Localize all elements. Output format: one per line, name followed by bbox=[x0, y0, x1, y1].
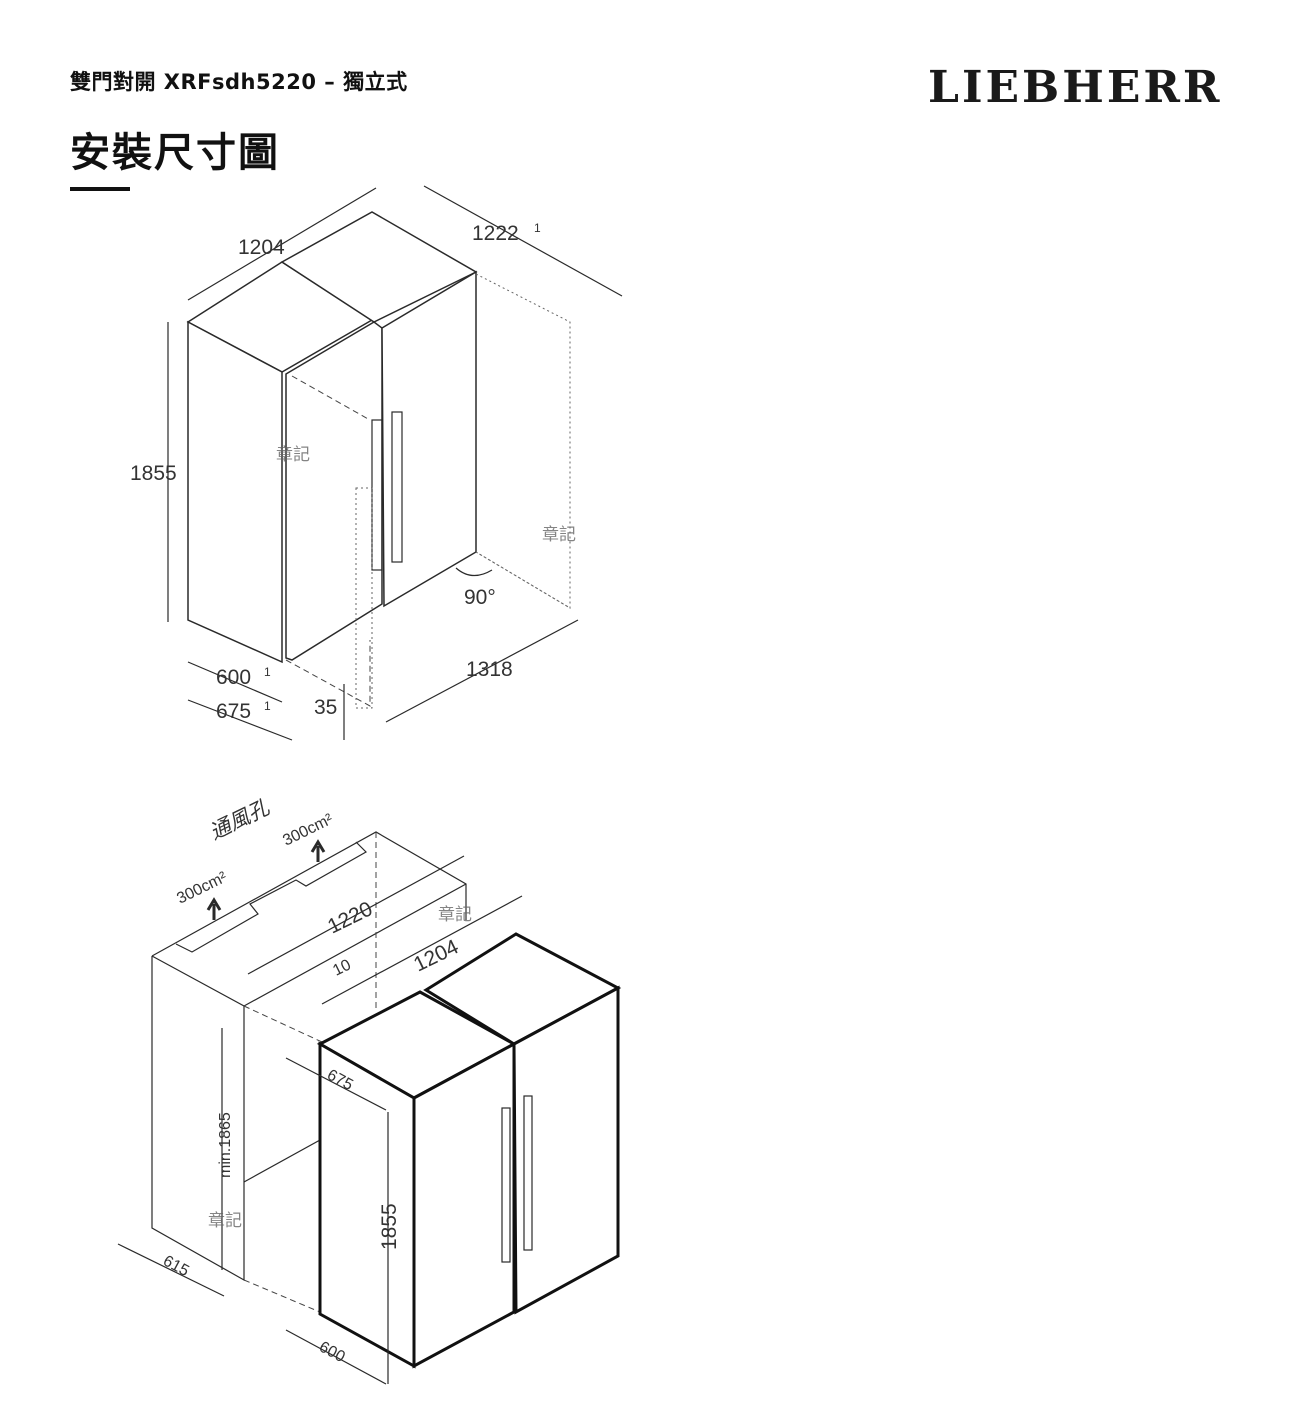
dim-line-1204 bbox=[187, 187, 377, 301]
dim-label-niche-height: min.1865 bbox=[217, 1112, 234, 1178]
niche-floor-guide bbox=[243, 1279, 321, 1313]
dim-label-600: 600 bbox=[216, 666, 251, 689]
dim-line-675 bbox=[187, 699, 293, 741]
dim-label-unit-depth-bottom: 600 bbox=[316, 1339, 348, 1367]
watermark-stamp: 章記 bbox=[208, 1211, 242, 1231]
open-left-door-outline bbox=[355, 487, 373, 709]
dim-label-unit-width: 1204 bbox=[410, 935, 462, 976]
vent-label: 通風孔 bbox=[206, 796, 274, 845]
dim-label-niche-depth: 615 bbox=[160, 1253, 192, 1281]
brand-logo: LIEBHERR bbox=[928, 62, 1223, 113]
left-unit-side bbox=[187, 320, 283, 664]
dim-line-615 bbox=[117, 1243, 225, 1297]
dim-line-1222 bbox=[423, 185, 623, 297]
open-door-base-line bbox=[475, 551, 571, 609]
product-subtitle: 雙門對開 XRFsdh5220 – 獨立式 bbox=[70, 70, 408, 94]
dim-note-675: 1 bbox=[264, 699, 271, 713]
left-unit-door bbox=[285, 321, 383, 661]
open-door-swing-line bbox=[291, 375, 371, 421]
left-door-handle bbox=[371, 419, 383, 571]
title-underline bbox=[70, 187, 130, 191]
rear-unit-door bbox=[512, 985, 620, 1315]
right-unit-door bbox=[381, 270, 477, 608]
vent-area-left: 300cm² bbox=[174, 869, 230, 908]
dim-line-675b bbox=[285, 1057, 387, 1111]
dim-line-1220 bbox=[247, 855, 465, 975]
niche-depth-guide bbox=[243, 1005, 323, 1043]
dim-label-675: 675 bbox=[216, 700, 251, 723]
watermark-stamp: 章記 bbox=[276, 445, 310, 465]
dim-line-1204b bbox=[321, 895, 523, 1005]
dim-line-1318 bbox=[385, 619, 579, 723]
open-right-door-outline bbox=[475, 273, 571, 609]
dim-label-unit-height: 1855 bbox=[378, 1203, 401, 1250]
right-door-handle bbox=[391, 411, 403, 563]
dim-label-spacing: 10 bbox=[330, 956, 354, 979]
dim-label-height: 1855 bbox=[130, 462, 177, 485]
dim-label-open-width: 1318 bbox=[466, 658, 513, 681]
vent-arrow-right-icon bbox=[310, 839, 326, 862]
dim-label-niche-width: 1220 bbox=[324, 897, 376, 938]
open-door-bottom-line bbox=[285, 640, 371, 707]
dim-note-600: 1 bbox=[264, 665, 271, 679]
dim-note-depth: 1 bbox=[534, 221, 541, 235]
vent-slots bbox=[175, 841, 367, 953]
dim-line-600b bbox=[285, 1329, 387, 1385]
dim-label-gap: 35 bbox=[314, 696, 337, 719]
front-door-handle bbox=[501, 1107, 511, 1263]
dim-label-width: 1204 bbox=[238, 236, 285, 259]
niche-floor-line bbox=[243, 1139, 321, 1183]
niche-back-top bbox=[243, 883, 467, 1007]
angle-arc bbox=[455, 567, 493, 577]
vent-arrow-left-icon bbox=[206, 897, 222, 920]
rear-door-handle bbox=[523, 1095, 533, 1251]
niche-top-edge bbox=[151, 831, 467, 957]
header: 雙門對開 XRFsdh5220 – 獨立式 bbox=[70, 66, 408, 96]
dim-label-angle: 90° bbox=[464, 586, 496, 609]
front-unit-door bbox=[412, 1041, 516, 1369]
top-diagram: 1204 1222 1 1855 600 1 675 1 35 1318 90°… bbox=[130, 185, 623, 741]
vent-area-right: 300cm² bbox=[280, 811, 336, 850]
page-title: 安裝尺寸圖 bbox=[70, 130, 280, 176]
dim-line-600 bbox=[187, 661, 283, 703]
dim-label-depth: 1222 bbox=[472, 222, 519, 245]
watermark-stamp: 章記 bbox=[542, 525, 576, 545]
watermark-stamp: 章記 bbox=[438, 905, 472, 925]
bottom-diagram: 通風孔 300cm² 300cm² 1220 10 1204 675 min.1… bbox=[117, 796, 622, 1385]
